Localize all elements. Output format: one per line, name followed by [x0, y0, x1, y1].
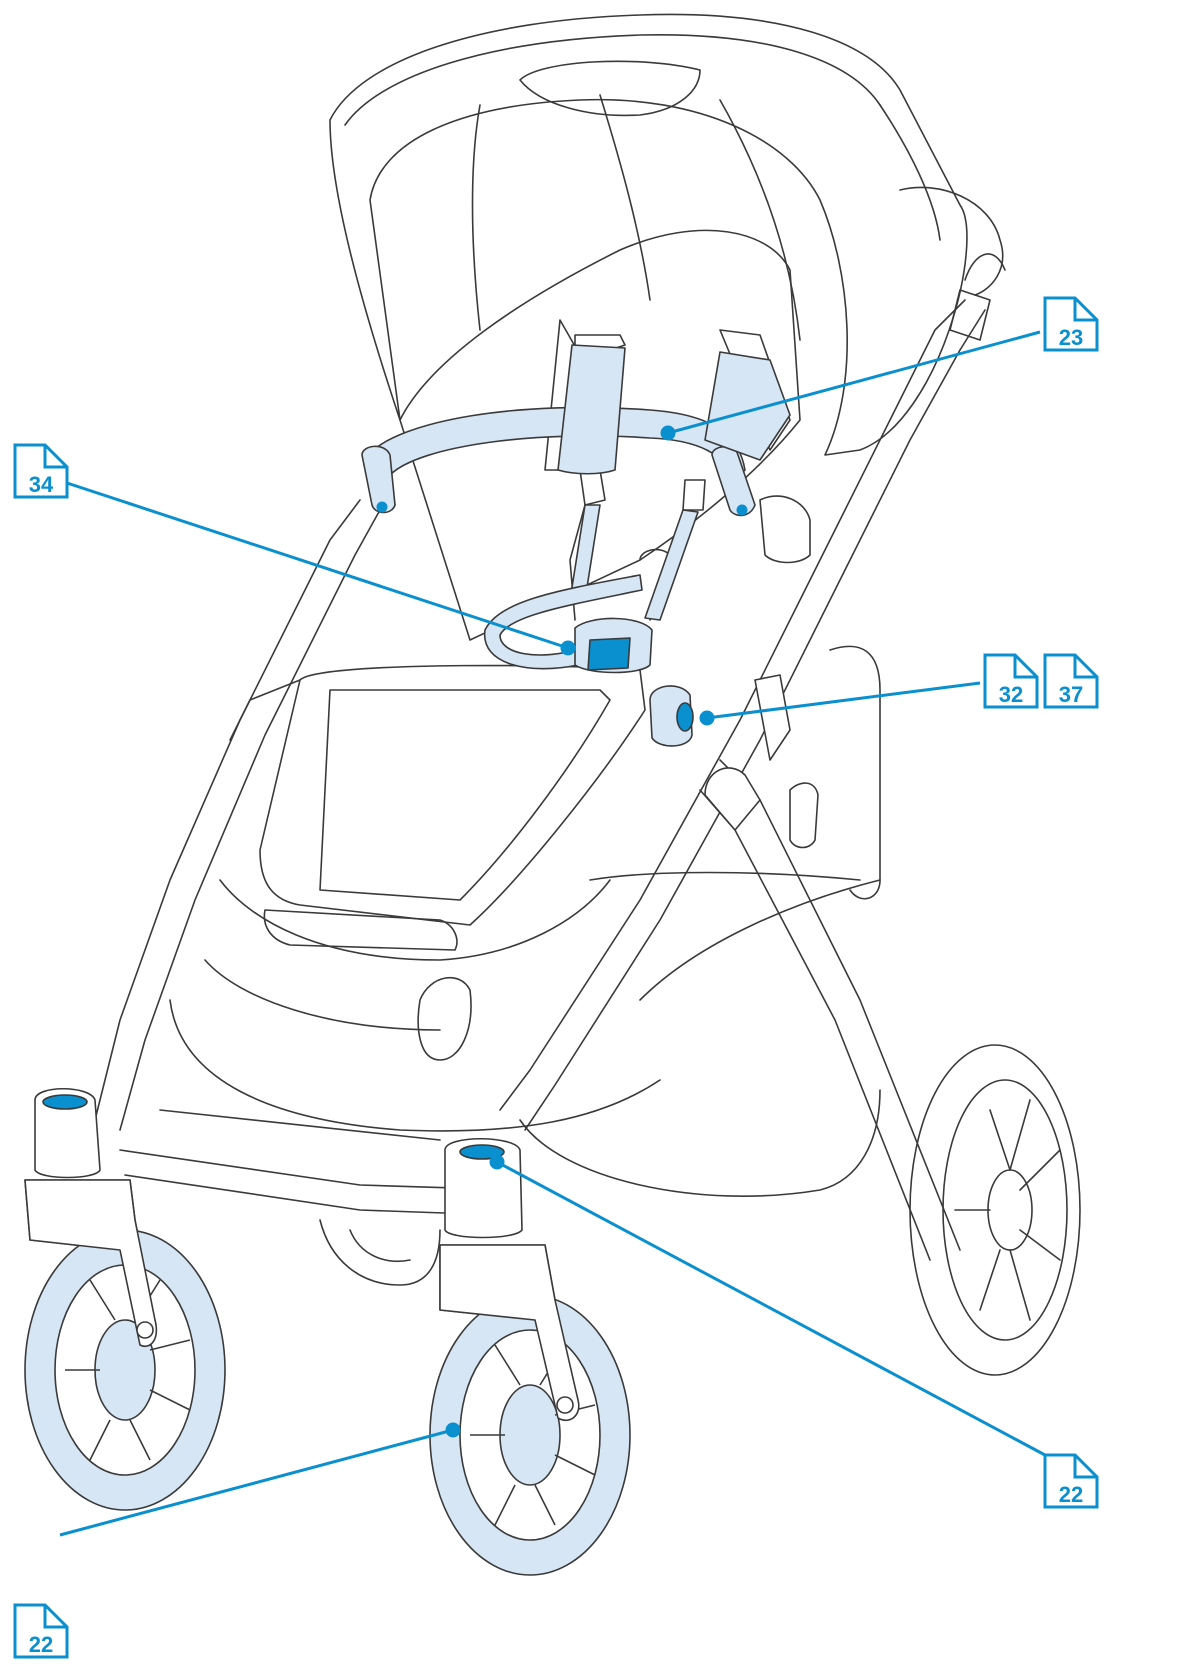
page-number: 23: [1059, 325, 1083, 350]
callout-rear-caster-swivel[interactable]: 22: [1043, 1453, 1099, 1509]
canopy: [329, 13, 1004, 456]
seat-release-hub: [649, 685, 693, 747]
callout-leaders: [59, 330, 1046, 1537]
caster-swivel-left: [42, 1094, 88, 1110]
page-number: 22: [1059, 1482, 1083, 1507]
highlighted-parts: [24, 344, 791, 1576]
page-number: 32: [999, 682, 1023, 707]
harness-strap-right: [644, 509, 699, 621]
shoulder-pad-right: [704, 351, 791, 461]
bumper-bar-end-right: [711, 445, 756, 517]
bumper-bar-end-left: [361, 445, 396, 514]
seat-body: [204, 664, 646, 1031]
seat-release-button: [676, 702, 694, 732]
callout-front-wheel[interactable]: 22: [13, 1603, 69, 1659]
rear-wheel-left: [319, 1219, 441, 1286]
rear-wheel-right: [909, 1044, 1081, 1376]
callout-bumper-bar[interactable]: 23: [1043, 296, 1099, 352]
caster-swivel-right: [459, 1144, 505, 1160]
bumper-bar: [367, 406, 746, 506]
shoulder-pad-left: [557, 344, 626, 475]
callout-seat-release-button[interactable]: 32 37: [983, 653, 1099, 709]
basket: [169, 645, 881, 1197]
stroller-illustration: [24, 13, 1081, 1422]
page-number: 22: [29, 1632, 53, 1657]
seat-clips: [754, 495, 811, 761]
harness-buckle-button: [587, 637, 631, 671]
front-wheel-right: [429, 1294, 631, 1576]
callout-harness-buckle[interactable]: 34: [13, 443, 69, 499]
page-number: 37: [1059, 682, 1083, 707]
page-number: 34: [29, 472, 54, 497]
